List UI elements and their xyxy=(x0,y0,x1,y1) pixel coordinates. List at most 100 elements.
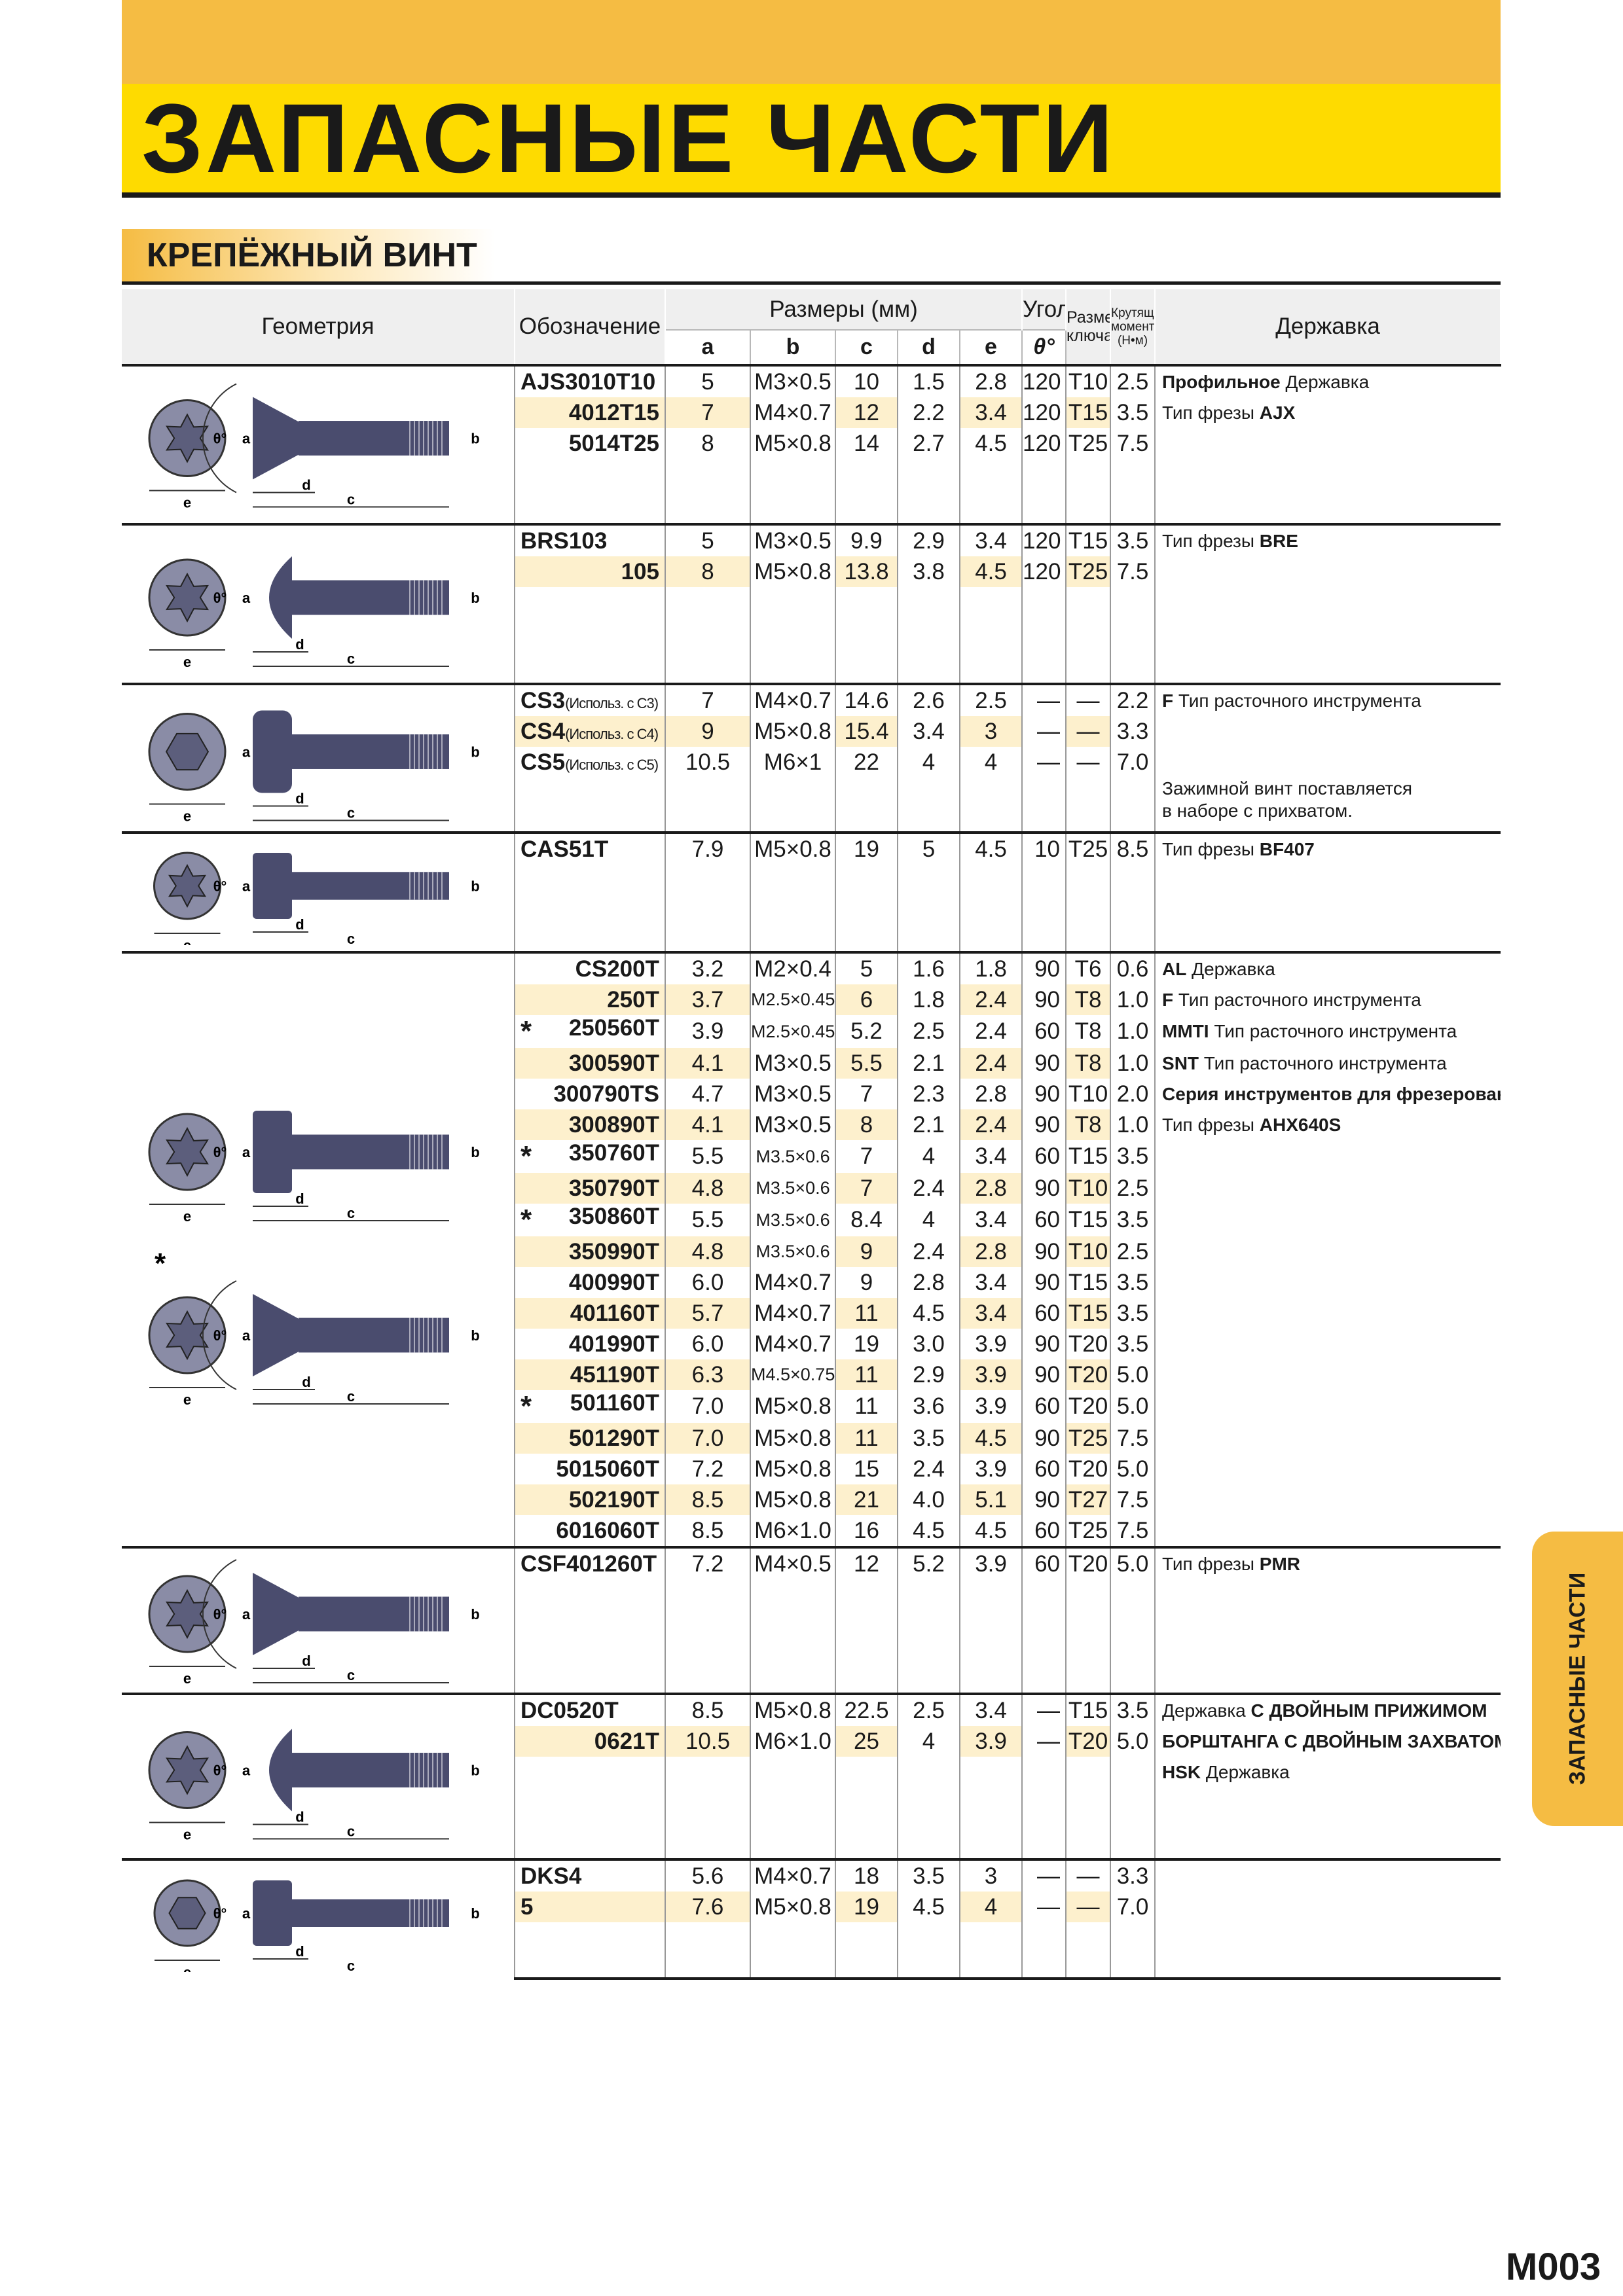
cell-code: 401990T xyxy=(514,1329,665,1359)
cell-ang: 90 xyxy=(1021,1359,1067,1390)
cell-c: 9.9 xyxy=(835,523,898,556)
cell-a xyxy=(665,587,750,684)
cell-a: 3.9 xyxy=(665,1015,750,1048)
cell-key xyxy=(1065,459,1111,524)
cell-code xyxy=(514,865,665,952)
screw-head-side xyxy=(252,1573,299,1655)
cell-c: 6 xyxy=(835,984,898,1015)
cell-ang: 120 xyxy=(1021,364,1067,397)
cell-e xyxy=(958,1757,1023,1787)
cell-b: M6×1 xyxy=(750,747,835,778)
cell-b: M3×0.5 xyxy=(750,1079,835,1109)
label-c: c xyxy=(346,1205,354,1221)
label-e: e xyxy=(183,937,191,945)
cell-a: 10.5 xyxy=(665,1726,750,1757)
holder-cell xyxy=(1154,1140,1501,1173)
designation: 250560T xyxy=(568,1015,659,1041)
holder-bold: Серия инструментов для фрезерования xyxy=(1162,1083,1501,1104)
cell-b: M4×0.7 xyxy=(750,1858,835,1892)
cell-b: M5×0.8 xyxy=(750,1390,835,1423)
cell-ang: 90 xyxy=(1021,1236,1067,1267)
designation: DKS4 xyxy=(520,1863,582,1889)
holder-bold: AL xyxy=(1162,958,1187,979)
cell-ang xyxy=(1021,778,1067,833)
label-b: b xyxy=(471,431,479,447)
cell-ang xyxy=(1021,1757,1067,1787)
cell-code: DKS4 xyxy=(514,1858,665,1892)
cell-code: *250560T xyxy=(514,1015,665,1048)
cell-e xyxy=(958,1787,1023,1859)
label-b: b xyxy=(471,590,479,606)
cell-ang xyxy=(1021,1787,1067,1859)
holder-bold: BRE xyxy=(1259,530,1298,551)
cell-b xyxy=(750,1757,835,1787)
cell-e: 3.4 xyxy=(958,1140,1023,1173)
holder-cell: MMTI Тип расточного инструмента xyxy=(1154,1015,1501,1048)
cell-code: 300590T xyxy=(514,1048,665,1079)
cell-a: 3.2 xyxy=(665,951,750,984)
cell-d: 1.5 xyxy=(897,364,960,397)
holder-text: Тип фрезы xyxy=(1162,402,1260,423)
cell-key xyxy=(1065,587,1111,684)
screw-head-side xyxy=(252,1880,292,1946)
cell-key: T20 xyxy=(1065,1390,1111,1423)
label-e: e xyxy=(183,1208,191,1225)
designation: BRS103 xyxy=(520,528,608,554)
angle-arc xyxy=(202,383,236,493)
cell-c: 19 xyxy=(835,831,898,865)
page-number: M003 xyxy=(1506,2246,1601,2288)
label-a: a xyxy=(242,1905,250,1922)
cell-code xyxy=(514,1922,665,1980)
cell-e: 3.4 xyxy=(958,523,1023,556)
holder-bold: БОРШТАНГА С ДВОЙНЫМ ЗАХВАТОМ xyxy=(1162,1731,1501,1751)
holder-cell xyxy=(1154,1329,1501,1359)
cell-key: T15 xyxy=(1065,1204,1111,1236)
cell-tq: 5.0 xyxy=(1110,1546,1156,1579)
cell-c xyxy=(835,865,898,952)
cell-c: 13.8 xyxy=(835,556,898,587)
cell-a: 7.0 xyxy=(665,1423,750,1454)
cell-code: DC0520T xyxy=(514,1693,665,1726)
cell-key: T20 xyxy=(1065,1726,1111,1757)
holder-bold: F xyxy=(1162,690,1174,711)
label-b: b xyxy=(471,1763,479,1779)
cell-ang xyxy=(1021,459,1067,524)
cell-ang: 60 xyxy=(1021,1390,1067,1423)
cell-c: 15 xyxy=(835,1454,898,1484)
cell-tq: 3.3 xyxy=(1110,716,1156,747)
cell-b: M6×1.0 xyxy=(750,1726,835,1757)
cell-d: 2.2 xyxy=(897,397,960,428)
cell-ang: 90 xyxy=(1021,1329,1067,1359)
holder-cell xyxy=(1154,716,1501,747)
cell-d: 2.5 xyxy=(897,1015,960,1048)
label-e: e xyxy=(183,808,191,825)
designation: 350990T xyxy=(568,1238,659,1265)
cell-tq: 7.5 xyxy=(1110,428,1156,459)
hex-socket-icon xyxy=(168,1897,206,1929)
cell-c: 12 xyxy=(835,1546,898,1579)
cell-c xyxy=(835,1757,898,1787)
title-underline xyxy=(122,192,1501,198)
label-c: c xyxy=(346,1958,354,1972)
cell-code: 451190T xyxy=(514,1359,665,1390)
cell-tq: 8.5 xyxy=(1110,831,1156,865)
designation: 451190T xyxy=(570,1361,659,1388)
cell-code: 350790T xyxy=(514,1173,665,1204)
screw-shank xyxy=(298,1596,449,1632)
cell-tq xyxy=(1110,778,1156,833)
label-a: a xyxy=(242,1606,250,1623)
note-line-1: Зажимной винт поставляется xyxy=(1162,778,1413,798)
cell-c: 7 xyxy=(835,1173,898,1204)
cell-key xyxy=(1065,1579,1111,1694)
cell-d: 4 xyxy=(897,1140,960,1173)
cell-tq: 7.0 xyxy=(1110,747,1156,778)
cell-b: M6×1.0 xyxy=(750,1515,835,1547)
col-c: c xyxy=(835,329,898,366)
